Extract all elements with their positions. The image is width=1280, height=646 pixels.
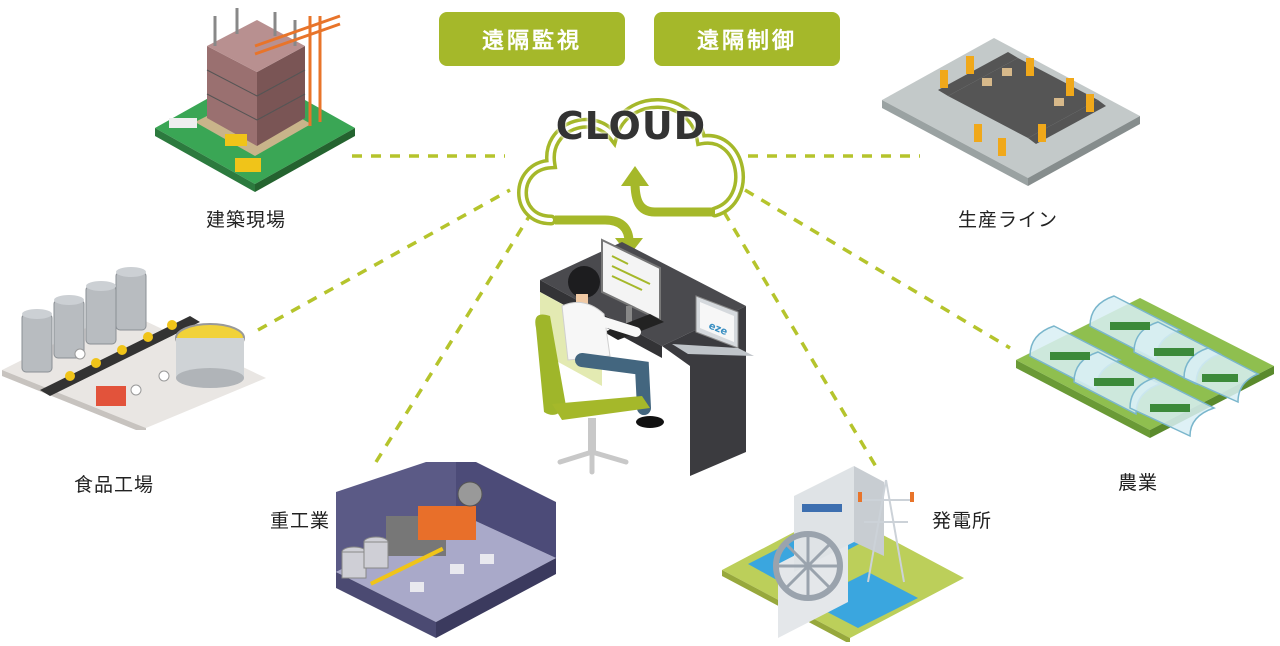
cloud-icon [517,98,745,256]
site-label-heavy-industry: 重工業 [270,510,331,532]
agriculture-illustration [1016,295,1274,438]
food-factory-illustration [2,267,266,430]
remote-monitoring-button: 遠隔監視 [439,12,625,66]
site-label-agriculture: 農業 [1118,472,1159,494]
site-label-production-line: 生産ライン [958,209,1059,231]
remote-control-button: 遠隔制御 [654,12,840,66]
production-line-illustration [882,38,1140,186]
operator-desk-illustration: eze [535,238,754,476]
site-label-food-factory: 食品工場 [74,474,155,496]
site-label-power-plant: 発電所 [932,510,993,532]
upload-arrow-icon [630,181,715,217]
line-agriculture [744,188,1011,350]
construction-site-illustration [155,8,355,192]
line-power [722,211,880,471]
power-plant-illustration [722,466,964,642]
heavy-industry-illustration [336,462,556,638]
cloud-label: CLOUD [555,104,707,148]
site-label-construction: 建築現場 [206,209,287,231]
